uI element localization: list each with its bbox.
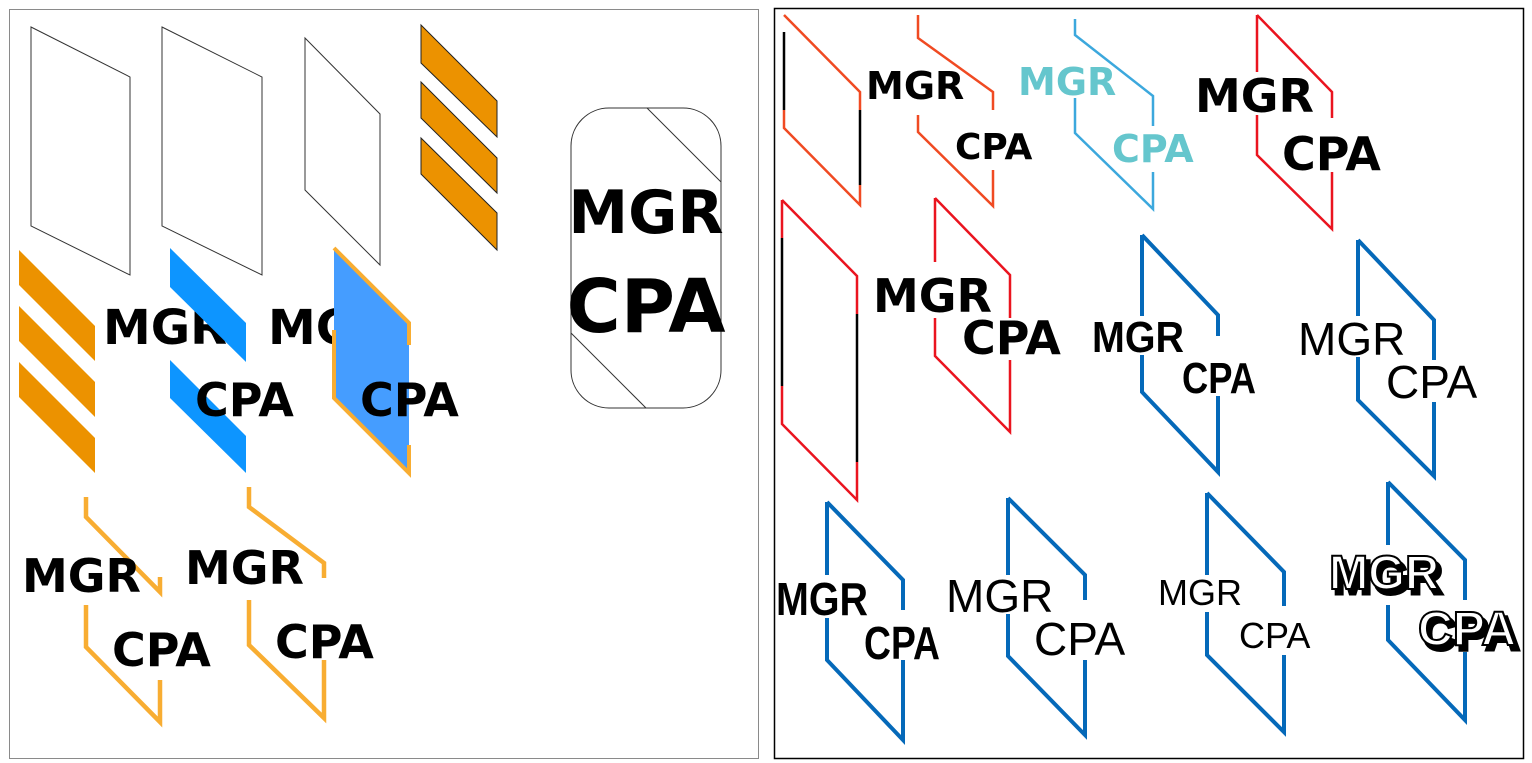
red-outline-mark-5: [933, 197, 1012, 436]
rounded-badge-logo: MGR CPA: [566, 107, 726, 409]
logo-i-line1: MGR: [873, 269, 992, 323]
logo-e-line1: MGR: [185, 541, 304, 595]
logo-k-line2: CPA: [1386, 356, 1477, 408]
orange-outline-logo-2: [246, 487, 327, 724]
logo-e-line2: CPA: [275, 615, 374, 669]
red-outline-mark-2: [916, 15, 995, 209]
logo-g-line1: MGR: [1018, 60, 1116, 104]
outline-parallelogram-1: [30, 26, 131, 276]
logo-n-line2: CPA: [1239, 615, 1310, 656]
red-outline-mark-1: [782, 14, 862, 209]
logo-m-line2: CPA: [1034, 613, 1125, 665]
logo-d-line1: MGR: [22, 549, 141, 603]
logo-o-line1: MGR: [1329, 547, 1439, 600]
orange-stripes-mark: [19, 250, 95, 473]
outline-parallelogram-3: [304, 36, 381, 267]
orange-striped-mark: [420, 23, 498, 252]
orange-outline-logo-1: [83, 497, 163, 728]
outline-parallelogram-2: [161, 26, 263, 276]
logo-o-line2-shadow: CPA: [1422, 608, 1520, 661]
logo-f-line1: MGR: [866, 64, 964, 108]
logo-d-line2: CPA: [112, 623, 211, 677]
blue-filled-logo: [332, 246, 411, 478]
navy-outline-mark-3: [825, 500, 905, 746]
red-outline-mark-4: [780, 199, 859, 504]
logo-m-line1: MGR: [946, 570, 1053, 622]
logo-c-line2: CPA: [360, 373, 459, 427]
logo-h-line1: MGR: [1195, 69, 1314, 123]
navy-outline-mark-4: [1006, 496, 1087, 740]
logo-l-line1: MGR: [776, 573, 868, 625]
logo-h-line2: CPA: [1282, 127, 1381, 181]
logo-j-line2: CPA: [1182, 354, 1256, 403]
logo-k-line1: MGR: [1298, 313, 1405, 365]
logo-f-line2: CPA: [955, 127, 1033, 168]
blue-stripe-logo: [170, 248, 246, 473]
badge-text-line1: MGR: [568, 178, 723, 248]
navy-outline-mark-6: [1386, 480, 1467, 725]
logo-b-line2: CPA: [195, 373, 294, 427]
logo-i-line2: CPA: [962, 311, 1061, 365]
logo-n-line1: MGR: [1158, 572, 1242, 613]
red-outline-mark-3: [1255, 14, 1334, 232]
navy-outline-mark-1: [1140, 233, 1220, 478]
shadow-logo: MGR MGR CPA CPA: [1328, 546, 1522, 663]
logo-j-line1: MGR: [1092, 313, 1184, 362]
sky-outline-mark: [1073, 19, 1155, 212]
logo-o-line2: CPA: [1418, 603, 1516, 656]
badge-text-line2: CPA: [566, 264, 725, 350]
right-artboard: [773, 7, 1525, 760]
logo-l-line2: CPA: [864, 617, 940, 669]
logo-g-line2: CPA: [1112, 127, 1194, 171]
navy-outline-mark-2: [1356, 238, 1436, 481]
navy-outline-mark-5: [1205, 491, 1286, 737]
logo-o-line1-shadow: MGR: [1333, 552, 1443, 605]
